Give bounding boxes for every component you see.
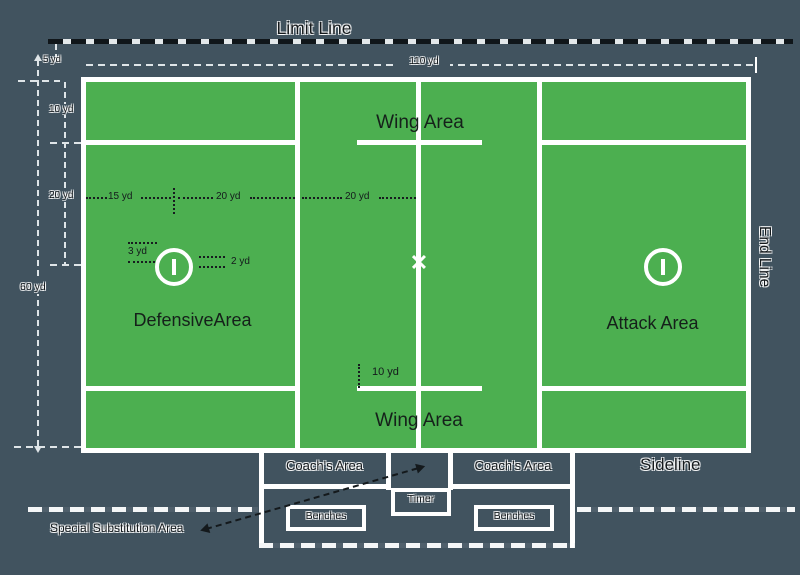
end-line-label: End Line: [756, 226, 773, 288]
attack-area-label: Attack Area: [606, 313, 699, 333]
dim-3-label: 3 yd: [128, 246, 147, 257]
gate-right-line: [448, 448, 453, 490]
dim-seg: [379, 197, 416, 199]
timer-label: Timer: [407, 493, 435, 505]
dim-tick: [173, 188, 175, 214]
benches-right-box: Benches: [474, 505, 554, 531]
left-top-zone-label: 10 yd: [49, 104, 74, 115]
dim-seg: [128, 261, 155, 263]
dim-2-label: 2 yd: [231, 256, 250, 267]
benches-right-label: Benches: [493, 510, 535, 522]
dim-seg: [178, 197, 213, 199]
arrow-down-icon: [34, 446, 42, 453]
tick-goal-line: [50, 264, 92, 266]
bench-area-left-edge: [259, 448, 264, 548]
defensive-goal-crease: [155, 248, 193, 286]
tick-restraining: [50, 142, 92, 144]
bench-area-bottom-dashed-line: [259, 543, 575, 548]
special-sub-dashed-right: [577, 507, 795, 512]
bench-area-right-edge: [570, 448, 575, 548]
limit-line: [48, 39, 793, 44]
goal-bar-icon: [661, 259, 665, 275]
sideline-label: Sideline: [640, 455, 701, 474]
special-substitution-label: Special Substitution Area: [50, 521, 184, 535]
attack-bottom-line: [542, 386, 746, 391]
limit-line-label: Limit Line: [276, 18, 352, 38]
coach-area-left-label: Coach's Area: [286, 458, 363, 473]
width-dimension-line: [37, 60, 39, 448]
special-sub-dashed-left: [28, 507, 258, 512]
benches-left-label: Benches: [305, 510, 347, 522]
length-dimension-label: 110 yd: [398, 56, 450, 67]
tick-field-top: [18, 80, 60, 82]
defensive-bottom-line: [86, 386, 295, 391]
defensive-area-line: [295, 82, 300, 448]
defensive-area-label: DefensiveArea: [133, 310, 252, 330]
wing-line-top: [357, 140, 482, 145]
gate-left-line: [386, 448, 391, 490]
dim-seg: [141, 197, 171, 199]
coach-right-bottom-line: [448, 484, 575, 489]
dim-15-label: 15 yd: [108, 191, 133, 202]
dim-10-label: 10 yd: [372, 366, 399, 378]
coach-area-right-label: Coach's Area: [474, 458, 552, 473]
length-dimension-end-tick: [755, 57, 757, 73]
left-mid-zone-label: 20 yd: [49, 190, 74, 201]
dim-seg: [199, 256, 225, 258]
arrow-up-icon: [34, 54, 42, 61]
tick-field-bottom: [14, 446, 102, 448]
offset-dimension-label: 5 yd: [43, 54, 61, 65]
center-line: [416, 82, 421, 448]
dim-seg: [302, 197, 342, 199]
dim-seg: [86, 197, 107, 199]
defensive-top-line: [86, 140, 295, 145]
center-x-icon: ✕: [409, 250, 429, 275]
arrow-right-icon: [415, 461, 427, 474]
wing-area-bottom-label: Wing Area: [375, 410, 463, 431]
dim-seg: [250, 197, 295, 199]
left-zone-dimension-line: [64, 82, 66, 265]
dim-seg: [199, 266, 225, 268]
dim-20a-label: 20 yd: [216, 191, 241, 202]
dim-20b-label: 20 yd: [345, 191, 370, 202]
attack-top-line: [542, 140, 746, 145]
width-dimension-label: 60 yd: [18, 280, 48, 294]
wing-line-bottom: [357, 386, 482, 391]
attack-goal-crease: [644, 248, 682, 286]
benches-left-box: Benches: [286, 505, 366, 531]
wing-area-top-label: Wing Area: [376, 112, 464, 133]
offset-dimension-line: [55, 44, 57, 64]
timer-box: Timer: [391, 488, 451, 516]
goal-bar-icon: [172, 259, 176, 275]
arrow-left-icon: [198, 523, 211, 536]
coach-left-bottom-line: [259, 484, 391, 489]
dim-tick: [358, 364, 360, 388]
dim-seg: [128, 242, 157, 244]
attack-area-line: [537, 82, 542, 448]
